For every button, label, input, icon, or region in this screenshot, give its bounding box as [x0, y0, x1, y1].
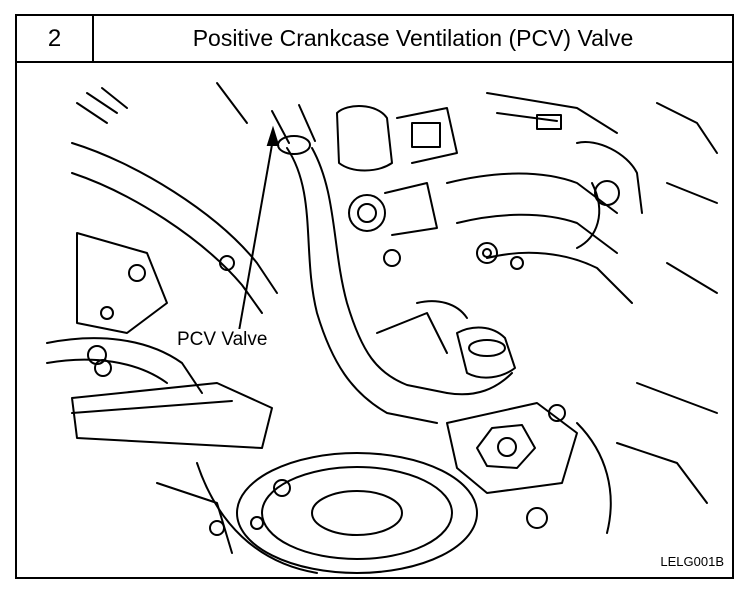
engine-illustration	[46, 82, 718, 574]
figure-code: LELG001B	[660, 554, 724, 569]
section-number: 2	[17, 16, 94, 61]
figure-header: 2 Positive Crankcase Ventilation (PCV) V…	[17, 16, 732, 63]
figure-frame: 2 Positive Crankcase Ventilation (PCV) V…	[15, 14, 734, 579]
section-title: Positive Crankcase Ventilation (PCV) Val…	[192, 25, 634, 51]
pcv-valve-callout: PCV Valve	[175, 329, 270, 351]
